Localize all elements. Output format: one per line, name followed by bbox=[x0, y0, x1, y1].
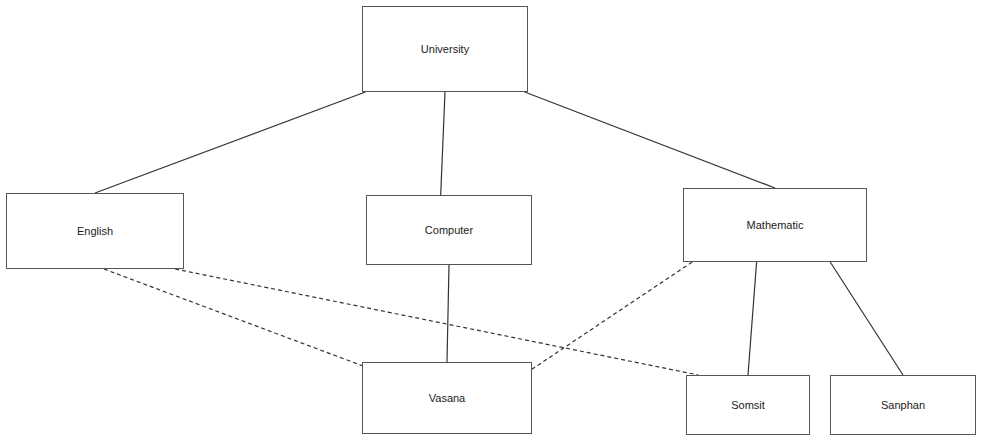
org-box: University bbox=[362, 6, 528, 92]
dashed-connector bbox=[104, 269, 362, 366]
box-label: Somsit bbox=[731, 399, 765, 411]
box-label: Computer bbox=[425, 224, 473, 236]
dashed-connector bbox=[532, 262, 692, 369]
box-label: Vasana bbox=[429, 392, 466, 404]
connector-line bbox=[95, 92, 365, 193]
box-label: Sanphan bbox=[881, 399, 925, 411]
connector-line bbox=[748, 262, 757, 375]
org-box: Computer bbox=[366, 195, 532, 265]
connector-line bbox=[525, 92, 775, 188]
connector-line bbox=[447, 265, 449, 362]
box-label: University bbox=[421, 43, 469, 55]
org-box: Vasana bbox=[362, 362, 532, 434]
connector-line bbox=[441, 92, 445, 195]
box-label: Mathematic bbox=[747, 219, 804, 231]
org-box: Sanphan bbox=[830, 375, 976, 435]
connector-line bbox=[830, 262, 903, 375]
dashed-connector bbox=[175, 269, 698, 375]
org-box: Mathematic bbox=[683, 188, 867, 262]
org-box: Somsit bbox=[686, 375, 810, 435]
org-box: English bbox=[6, 193, 184, 269]
box-label: English bbox=[77, 225, 113, 237]
